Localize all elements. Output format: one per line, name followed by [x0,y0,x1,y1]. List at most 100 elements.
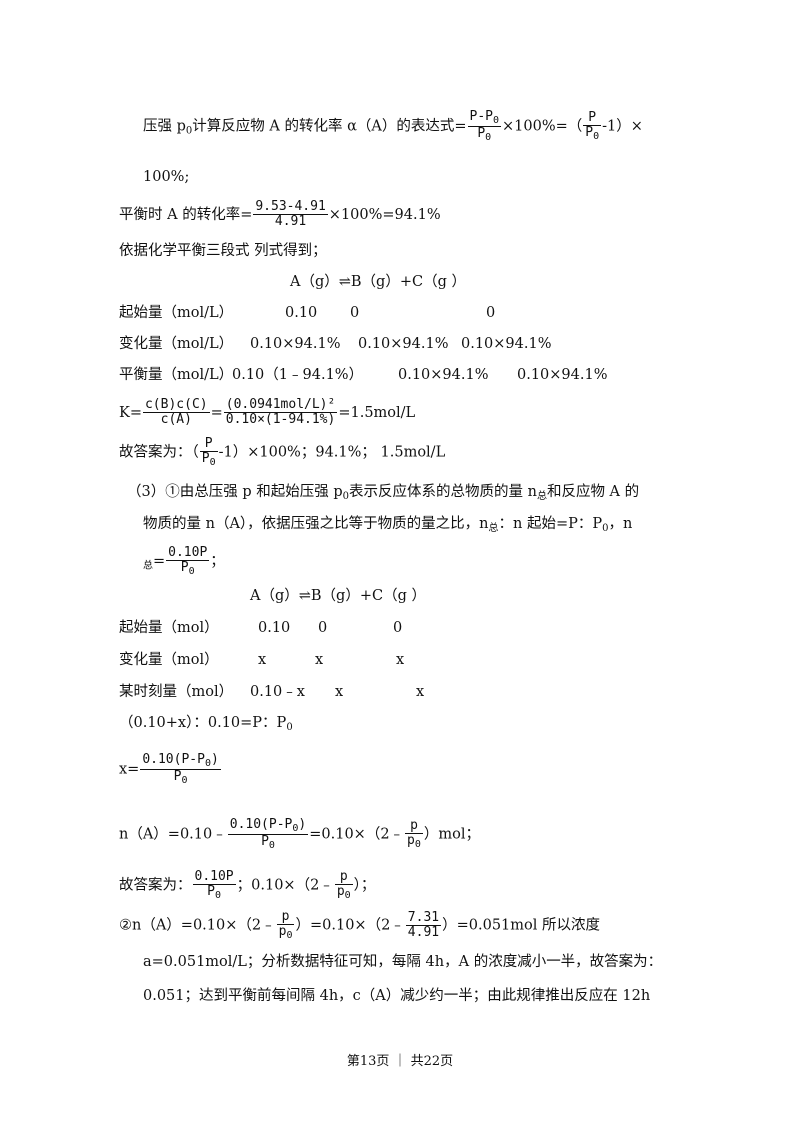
subscript: 0 [342,491,349,502]
text: = [153,553,166,570]
subscript: 0 [268,840,275,851]
denominator: c(A) [160,412,192,428]
text: =0.10×（2﹣ [309,826,405,843]
text: （0.10+x）：0.10=P：P [119,715,287,731]
subscript: 0 [602,523,609,534]
cell: 0.10×94.1% [398,367,489,383]
cell: x [335,684,344,700]
cell: x [396,652,405,668]
denominator: 4.91 [274,214,307,230]
cell: 0.10×94.1% [358,336,449,352]
page-footer: 第13页 ｜ 共22页 [346,1054,454,1069]
text: ) [298,817,307,832]
numerator: 0.10(P-P [229,817,293,832]
numerator: P [583,110,602,127]
fraction: 0.10(P-P0)P0 [227,817,309,851]
denominator: P [477,126,486,141]
text: ②n（A）=0.10×（2﹣ [119,917,276,934]
cell: 0 [350,305,360,321]
cell: x [315,652,324,668]
denominator: p [336,884,345,900]
denominator: p [407,833,415,849]
text: ) [210,752,219,767]
cell: 0.10﹣x [250,684,305,700]
text: ）=0.051mol 所以浓度 [442,917,600,934]
subscript: 0 [292,823,299,834]
subscript: 0 [344,890,351,902]
fraction: c(B)c(C)c(A) [142,397,210,428]
ratio-line: （0.10+x）：0.10=P：P0 [119,713,293,738]
text: ）mol； [423,826,481,843]
numerator: 7.31 [405,909,442,927]
denominator: P [261,834,269,849]
subscript: 0 [185,125,193,137]
cell: 0 [393,620,403,636]
denominator: P [201,451,210,467]
table-row-equilibrium: 平衡量（mol/L） [119,367,234,383]
numerator: 9.53-4.91 [253,199,328,216]
text: = [210,404,223,421]
text: -1）× [602,118,643,135]
text: ； [210,553,225,570]
subscript: 总 [488,523,499,534]
cell: x [258,652,267,668]
numerator: 0.10P [192,869,236,886]
text-line: 依据化学平衡三段式 列式得到； [119,243,327,259]
numerator: P [199,436,218,453]
numerator: p [334,869,353,886]
subscript: 0 [286,722,293,733]
subscript: 总 [536,491,547,502]
subscript: 0 [181,775,188,786]
cell: 0 [318,620,328,636]
text-line: 物质的量 n（A），依据压强之比等于物质的量之比，n总：n 起始=P：P0，n [143,514,632,539]
denominator: P [180,560,189,576]
table-row-moment: 某时刻量（mol） [119,684,234,700]
text: ）； [353,877,376,894]
text-line: a=0.051mol/L；分析数据特征可知，每隔 4h，A 的浓度减小一半，故答… [143,954,663,970]
numerator: (0.0941mol/L)² [223,397,338,414]
text: 压强 p [143,118,186,135]
numerator: p [276,909,295,926]
reaction-equation: A（g）⇌B（g）+C（g ） [290,274,466,290]
cell: 0.10 [285,305,318,321]
numerator: P-P [469,109,493,124]
text: ×100%=94.1% [328,206,441,223]
cell: 0.10×94.1% [461,336,552,352]
denominator: P [585,125,594,141]
table-row-initial: 起始量（mol） [119,620,219,636]
numerator: 0.10P [166,545,210,562]
text: ×100%=（ [502,118,583,135]
subscript: 总 [143,560,153,572]
denominator: p [278,924,287,940]
subscript: 0 [492,115,500,126]
subscript: 0 [593,131,600,143]
numerator: p [405,818,423,835]
text: x= [119,761,140,778]
denominator: P [207,884,215,900]
subscript: 0 [188,566,195,578]
text: ；0.10×（2﹣ [236,877,334,894]
text: 故答案为： [119,877,192,894]
text: 计算反应物 A 的转化率 α（A）的表达式= [192,118,467,135]
subscript: 0 [209,457,216,469]
subscript: 0 [286,930,293,942]
cell: x [416,684,425,700]
text: 故答案为：（ [119,444,199,461]
text: =1.5mol/L [338,404,416,421]
text-line: 0.051；达到平衡前每间隔 4h，c（A）减少约一半；由此规律推出反应在 12… [143,988,651,1004]
